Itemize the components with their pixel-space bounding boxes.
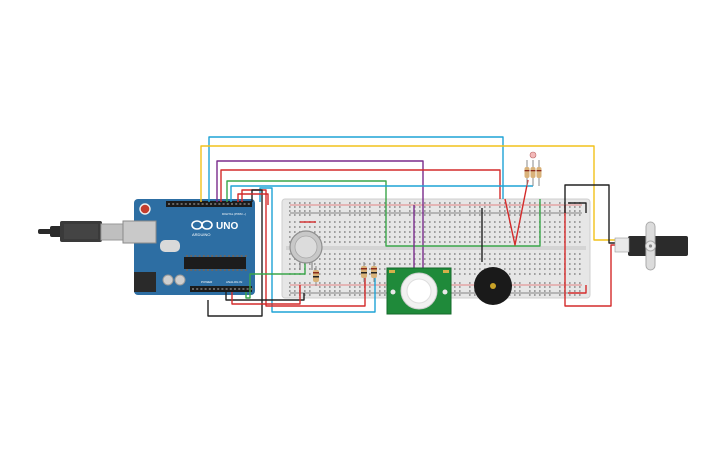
wire-black-side[interactable] — [207, 189, 263, 317]
led-resistors[interactable] — [524, 151, 542, 186]
resistor-pir-b[interactable] — [371, 262, 377, 282]
analog-header-label: ANALOG IN — [226, 280, 242, 284]
wire-yellow-top[interactable] — [200, 145, 614, 241]
reset-button[interactable] — [139, 203, 151, 215]
atmega-chip — [184, 257, 246, 269]
wire-red-top[interactable] — [220, 169, 501, 202]
power-header-label: POWER — [201, 280, 213, 284]
wire-red-board[interactable] — [237, 193, 269, 205]
pir-motion-sensor[interactable] — [386, 267, 452, 315]
wire-purple-top[interactable] — [216, 160, 424, 286]
wire-black-power[interactable] — [225, 292, 305, 301]
wire-red-rail[interactable] — [568, 285, 587, 294]
piezo-buzzer[interactable] — [474, 267, 512, 305]
usb-cable[interactable] — [38, 221, 124, 242]
resistor-pir-a[interactable] — [361, 262, 367, 282]
servo-connector — [614, 237, 630, 253]
arduino-logo — [191, 220, 213, 230]
servo-motor[interactable] — [614, 221, 688, 271]
resistor-gas[interactable] — [313, 266, 319, 286]
power-analog-header[interactable] — [190, 286, 252, 292]
wire-green-top[interactable] — [226, 180, 541, 247]
wire-red-led[interactable] — [504, 179, 529, 246]
board-brand-label: ARDUINO — [192, 232, 210, 237]
gas-sensor[interactable] — [289, 230, 323, 270]
digital-header-label: DIGITAL (PWM ~) — [222, 212, 246, 216]
arduino-uno-board[interactable]: UNO ARDUINO DIGITAL (PWM ~) POWER ANALOG… — [122, 199, 255, 295]
board-model-label: UNO — [216, 221, 238, 232]
digital-pin-header[interactable] — [166, 201, 252, 207]
rgb-led[interactable] — [529, 151, 537, 159]
crystal — [160, 240, 180, 252]
wire-cyan-top[interactable] — [208, 136, 504, 202]
wire-red-side[interactable] — [241, 189, 366, 307]
usb-port — [122, 220, 157, 244]
wire-green-analog[interactable] — [245, 255, 306, 299]
wire-black-rail[interactable] — [568, 202, 587, 213]
wire-red-power[interactable] — [231, 285, 301, 305]
power-jack — [134, 272, 156, 292]
wire-blue-mid[interactable] — [230, 185, 533, 202]
